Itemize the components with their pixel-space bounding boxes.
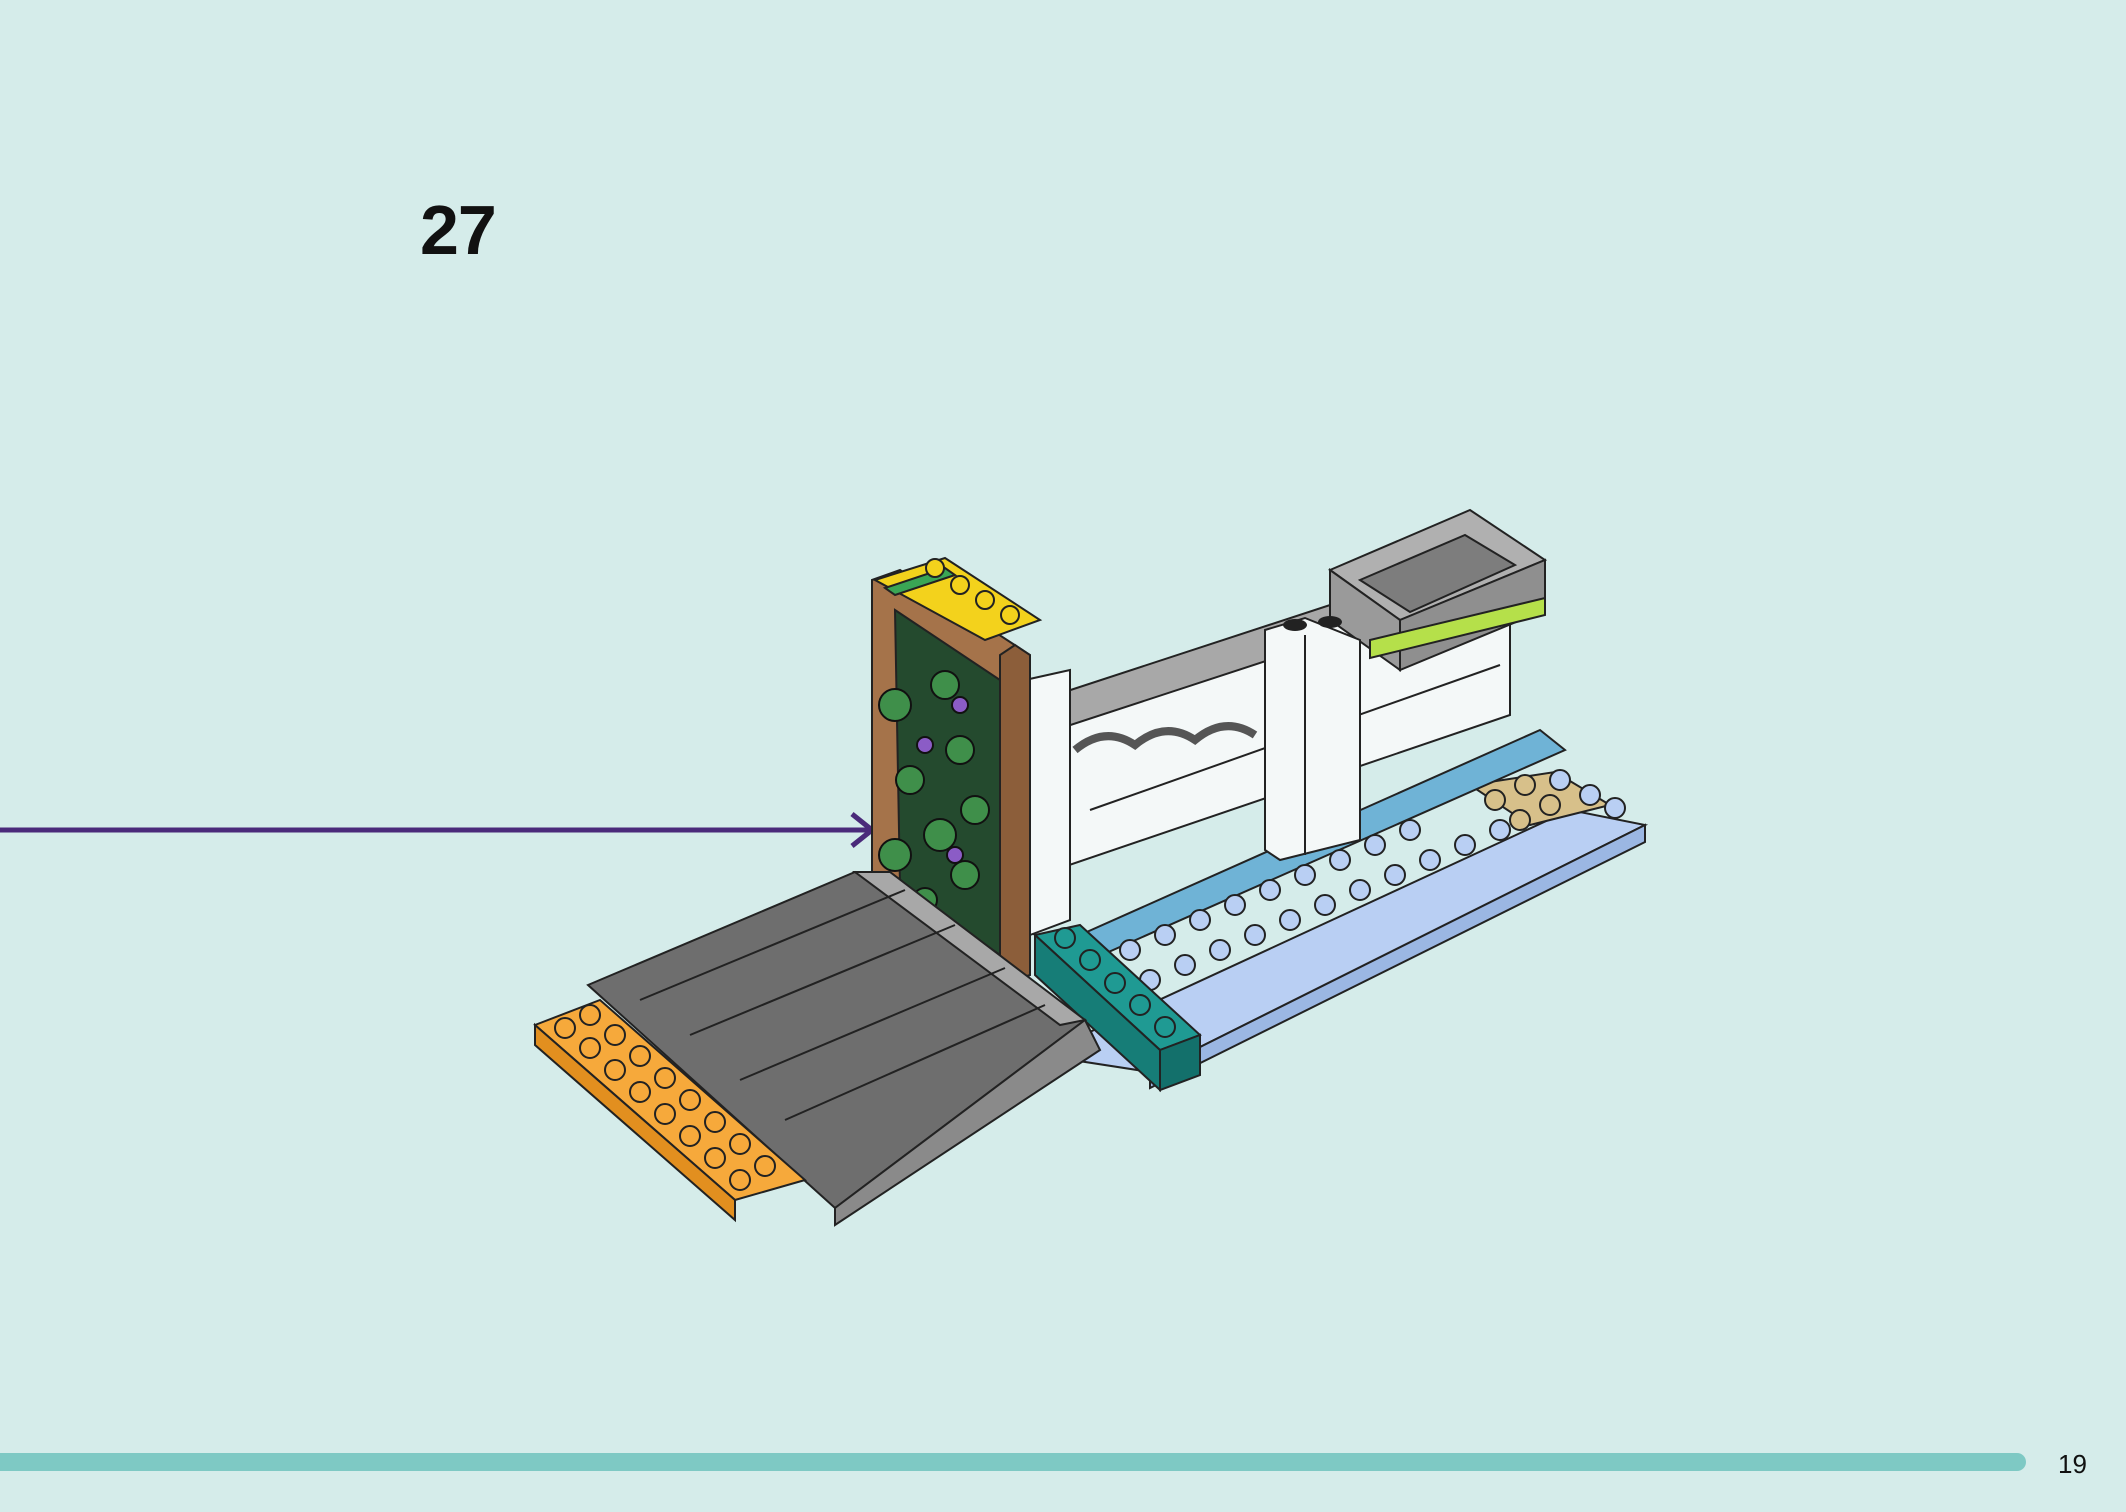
white-column — [1023, 668, 1071, 937]
teal-brick — [1032, 923, 1202, 1093]
gray-planter — [1327, 508, 1548, 672]
build-illustration — [0, 508, 1649, 1227]
leaf-frame — [871, 568, 1031, 987]
tan-plate-studs — [1484, 774, 1561, 831]
orange-plate — [533, 998, 808, 1223]
page-progress-bar — [0, 1453, 2026, 1471]
step-number: 27 — [420, 191, 497, 269]
page-number: 19 — [2058, 1449, 2087, 1479]
right-arrow-icon — [0, 812, 875, 848]
yellow-plate — [872, 556, 1043, 642]
blue-plate-studs — [1119, 769, 1626, 991]
white-pillar — [1264, 616, 1361, 862]
light-blue-plate — [1036, 808, 1649, 1090]
